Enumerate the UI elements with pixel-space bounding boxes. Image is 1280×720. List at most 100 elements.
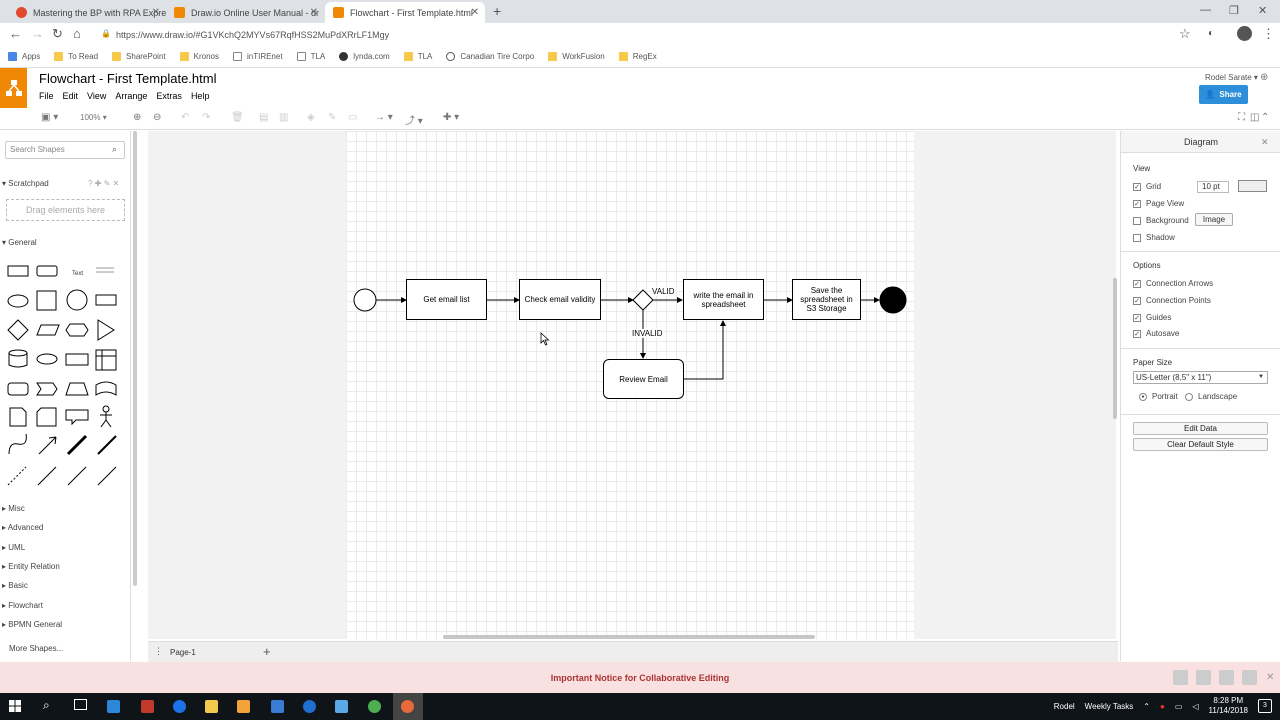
facebook-icon[interactable] (1196, 670, 1211, 685)
notifications-icon[interactable]: 3 (1258, 699, 1272, 713)
page-tab[interactable]: Page-1 (170, 647, 196, 657)
line-color-icon[interactable]: ✎ (328, 112, 337, 123)
tab-close-icon[interactable]: ✕ (470, 7, 479, 18)
minimize-icon[interactable]: — (1200, 4, 1211, 16)
app-taskbar-icon[interactable] (141, 700, 154, 713)
canvas-horizontal-scrollbar[interactable] (443, 635, 815, 639)
category-misc[interactable]: ▸ Misc (2, 504, 25, 513)
reload-icon[interactable]: ↻ (52, 26, 63, 41)
grid-checkbox[interactable]: ✓Grid (1133, 182, 1162, 191)
bookmark-item[interactable]: To Read (54, 52, 98, 61)
node-review-email[interactable]: Review Email (603, 359, 684, 399)
general-header[interactable]: ▾ General (2, 238, 37, 247)
edge-taskbar-icon[interactable] (173, 700, 186, 713)
zoom-in-icon[interactable]: ⊕ (133, 112, 142, 123)
scratchpad-header[interactable]: ▾ Scratchpad (2, 179, 49, 188)
format-panel-toggle-icon[interactable]: ▣ ▾ (41, 112, 59, 123)
collapse-icon[interactable]: ⌃ (1261, 112, 1270, 123)
paper-size-select[interactable]: US-Letter (8,5" x 11")▼ (1133, 371, 1268, 384)
category-advanced[interactable]: ▸ Advanced (2, 523, 44, 532)
shadow-icon[interactable]: ▭ (348, 112, 358, 123)
home-icon[interactable]: ⌂ (73, 26, 81, 41)
fullscreen-icon[interactable]: ⛶ (1238, 112, 1245, 123)
app-taskbar-icon[interactable] (271, 700, 284, 713)
grid-size-input[interactable]: 10 pt (1197, 181, 1229, 193)
share-button[interactable]: 👤Share (1199, 85, 1248, 104)
close-window-icon[interactable]: ✕ (1258, 5, 1268, 17)
search-icon[interactable]: ⌕ (43, 698, 50, 712)
bookmark-item[interactable]: Kronos (179, 52, 219, 61)
task-view-icon[interactable] (74, 699, 87, 710)
edge-label-invalid[interactable]: INVALID (631, 329, 664, 338)
fill-color-icon[interactable]: ◈ (307, 112, 315, 123)
outlook-taskbar-icon[interactable] (107, 700, 120, 713)
new-tab-button[interactable]: + (493, 3, 502, 19)
guides-checkbox[interactable]: ✓Guides (1133, 313, 1172, 322)
node-write-email[interactable]: write the email in spreadsheet (683, 279, 764, 320)
tray-volume-icon[interactable]: ◁ (1192, 701, 1199, 711)
bookmark-item[interactable]: RegEx (618, 52, 657, 61)
undo-icon[interactable]: ↶ (181, 112, 190, 123)
menu-file[interactable]: File (39, 91, 54, 101)
bookmark-item[interactable]: TLA (296, 52, 325, 61)
collaborative-editing-notice[interactable]: Important Notice for Collaborative Editi… (0, 662, 1280, 693)
bookmark-item[interactable]: lynda.com (339, 52, 390, 61)
page-view-checkbox[interactable]: ✓Page View (1133, 199, 1185, 208)
twitter-icon[interactable] (1219, 670, 1234, 685)
ie-taskbar-icon[interactable] (303, 700, 316, 713)
node-save-spreadsheet[interactable]: Save the spreadsheet in S3 Storage (792, 279, 861, 320)
bookmark-item[interactable]: TLA (403, 52, 432, 61)
tray-network-icon[interactable]: ▭ (1174, 701, 1183, 711)
feedback-icon[interactable] (1242, 670, 1257, 685)
insert-icon[interactable]: ✚ ▾ (443, 112, 460, 123)
category-basic[interactable]: ▸ Basic (2, 581, 28, 590)
forward-icon[interactable]: → (31, 26, 44, 41)
search-icon[interactable]: ⌕ (112, 144, 118, 154)
sidebar-scrollbar[interactable] (133, 131, 137, 586)
chrome-active-taskbar-icon[interactable] (401, 700, 414, 713)
add-page-icon[interactable]: + (263, 644, 271, 659)
panel-close-icon[interactable]: ✕ (1261, 137, 1269, 147)
node-check-email-validity[interactable]: Check email validity (519, 279, 601, 320)
connection-arrows-checkbox[interactable]: ✓Connection Arrows (1133, 279, 1214, 288)
browser-tab[interactable]: Mastering the BP with RPA Expre ✕ (8, 2, 166, 23)
clear-default-style-button[interactable]: Clear Default Style (1133, 438, 1268, 451)
zoom-out-icon[interactable]: ⊖ (153, 112, 162, 123)
tab-close-icon[interactable]: ✕ (151, 7, 160, 18)
bookmark-item[interactable]: inTIREnet (232, 52, 283, 61)
language-globe-icon[interactable]: ⊕ (1260, 72, 1269, 83)
menu-help[interactable]: Help (190, 91, 210, 101)
more-shapes-button[interactable]: More Shapes... (9, 644, 64, 653)
profile-avatar[interactable] (1237, 26, 1252, 41)
menu-extras[interactable]: Extras (156, 91, 182, 101)
to-back-icon[interactable]: ▥ (279, 112, 289, 123)
browser-tab[interactable]: Draw.io Online User Manual - dr ✕ (166, 2, 324, 23)
tray-user[interactable]: Rodel (1053, 701, 1075, 711)
autosave-checkbox[interactable]: ✓Autosave (1133, 329, 1180, 338)
windows-start-icon[interactable] (9, 700, 21, 712)
chrome-taskbar-icon[interactable] (368, 700, 381, 713)
image-button[interactable]: Image (1195, 213, 1233, 226)
background-checkbox[interactable]: Background (1133, 216, 1189, 225)
portrait-radio[interactable]: ●Portrait (1139, 392, 1178, 401)
bookmark-item[interactable]: Canadian Tire Corpo (446, 52, 534, 61)
redo-icon[interactable]: ↷ (202, 112, 211, 123)
waypoints-icon[interactable]: ⤴ ▾ (405, 116, 423, 127)
category-bpmn-general[interactable]: ▸ BPMN General (2, 620, 63, 629)
toggle-panel-icon[interactable]: ◫ (1250, 112, 1260, 123)
category-flowchart[interactable]: ▸ Flowchart (2, 601, 43, 610)
category-entity-relation[interactable]: ▸ Entity Relation (2, 562, 60, 571)
youtube-icon[interactable] (1173, 670, 1188, 685)
browser-tab-active[interactable]: Flowchart - First Template.html ✕ (325, 2, 485, 23)
zoom-level[interactable]: 100% ▾ (80, 113, 107, 122)
grid-color-swatch[interactable] (1238, 180, 1267, 192)
tray-record-icon[interactable]: ● (1159, 701, 1165, 711)
general-shapes-palette[interactable]: Text (4, 258, 126, 493)
tray-weekly-tasks[interactable]: Weekly Tasks (1084, 701, 1134, 711)
url-field[interactable]: 🔒 https://www.draw.io/#G1VKchQ2MYVs67Rqf… (98, 26, 1198, 44)
delete-icon[interactable]: 🗑 (231, 112, 244, 123)
search-shapes-input[interactable]: Search Shapes (5, 141, 125, 159)
scratchpad-actions-icon[interactable]: ? ✚ ✎ ✕ (88, 179, 120, 188)
shadow-checkbox[interactable]: Shadow (1133, 233, 1175, 242)
menu-view[interactable]: View (87, 91, 107, 101)
